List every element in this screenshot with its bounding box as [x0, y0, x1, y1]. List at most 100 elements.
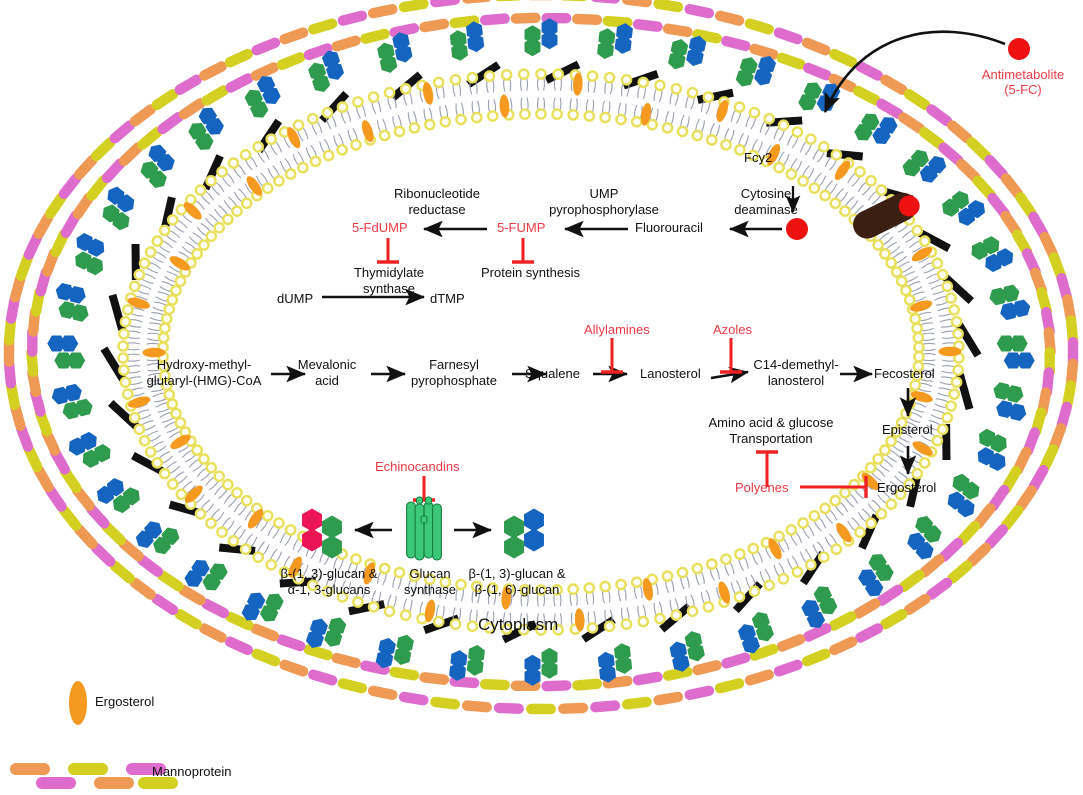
glucan-cluster: [377, 32, 413, 73]
enzyme-label-line1: Glucan: [409, 566, 451, 581]
phospholipid-head: [603, 71, 616, 84]
phospholipid-head: [423, 118, 436, 131]
mannoprotein-rod: [109, 560, 135, 584]
step-line1: Farnesyl: [429, 357, 479, 372]
mannoprotein-rod: [590, 0, 621, 4]
beta-glucan-hexagon: [393, 646, 412, 665]
metabolite-5-fdump: 5-FdUMP: [352, 220, 408, 235]
beta-glucan-hexagon: [466, 657, 484, 676]
phospholipid-head: [865, 174, 877, 187]
phospholipid-head: [309, 155, 322, 168]
step-line2: acid: [315, 373, 339, 388]
mannoprotein-rod: [684, 4, 715, 19]
legend-swatch-mannoprotein-rod: [10, 763, 50, 775]
chitin-bar: [160, 196, 176, 234]
antimetabolite-label-line2: (5-FC): [1004, 82, 1042, 97]
glucan-cluster: [801, 586, 838, 628]
ergosterol-molecule: [127, 396, 151, 408]
phospholipid-head: [292, 573, 305, 585]
mannoprotein-rod: [224, 48, 253, 68]
glucan-cluster: [68, 431, 111, 468]
glucan-cluster: [902, 149, 947, 183]
phospholipid-head: [706, 558, 718, 570]
phospholipid-head: [911, 467, 924, 480]
phospholipid-head: [676, 125, 689, 138]
phospholipid-head: [661, 570, 674, 582]
phospholipid-head: [119, 376, 132, 389]
phospholipid-head: [466, 71, 479, 84]
glucan-cluster: [971, 236, 1014, 273]
phospholipid-head: [393, 125, 406, 138]
beta-glucan-hexagon: [928, 156, 947, 174]
mannoprotein-rod: [947, 120, 973, 144]
beta-glucan-hexagon: [392, 32, 410, 51]
phospholipid-head: [777, 573, 790, 585]
five-fc-molecule-cytoplasmic: [786, 218, 808, 240]
mannoprotein-rod: [590, 700, 621, 713]
beta-glucan-hexagon: [599, 664, 616, 683]
phospholipid-head: [166, 478, 179, 490]
beta-glucan-hexagon: [259, 604, 279, 622]
phospholipid-head: [911, 224, 924, 237]
alpha-beta-glucan-product: [302, 508, 342, 559]
beta-glucan-hexagon: [1009, 335, 1028, 352]
phospholipid-head: [227, 157, 240, 169]
phospholipid-head: [273, 175, 285, 187]
mannoprotein-rod: [225, 73, 254, 93]
phospholipid-head: [875, 184, 888, 196]
phospholipid-head: [321, 106, 334, 119]
phospholipid-head: [455, 578, 467, 591]
phospholipid-head: [378, 129, 391, 142]
phospholipid-head: [950, 376, 963, 389]
ergosterol-molecule: [766, 143, 781, 166]
mannoprotein-rod: [389, 23, 420, 38]
beta-glucan-hexagon: [741, 635, 760, 654]
mannoprotein-rod: [926, 577, 953, 600]
glucan-cluster: [989, 284, 1031, 321]
beta-glucan-hexagon: [202, 573, 221, 591]
phospholipid-head: [122, 388, 134, 400]
phospholipid-head: [118, 328, 130, 340]
phospholipid-head: [265, 133, 278, 145]
mannoprotein-rod: [801, 37, 831, 56]
phospholipid-head: [829, 494, 842, 507]
phospholipid-head: [399, 609, 412, 622]
synthase-helix: [414, 503, 425, 561]
beta-glucan-hexagon: [1012, 299, 1031, 318]
mannoprotein-rod: [829, 636, 858, 656]
phospholipid-head: [661, 122, 674, 134]
phospholipid-head: [797, 517, 809, 529]
beta-1-6-glucan-hexagon: [524, 508, 544, 532]
beta-glucan-hexagon: [102, 204, 120, 223]
phospholipid-head: [945, 292, 957, 304]
phospholipid-head: [352, 96, 364, 108]
phospholipid-head: [336, 144, 348, 156]
enzyme-label-line1: UMP: [589, 186, 619, 201]
phospholipid-head: [808, 509, 821, 522]
mannoprotein-rod: [749, 43, 779, 60]
beta-glucan-hexagon: [982, 236, 1000, 255]
mannoprotein-rod: [829, 48, 858, 68]
phospholipid-head: [773, 530, 785, 543]
phospholipid-head: [630, 116, 643, 128]
phospholipid-head: [936, 268, 949, 281]
beta-glucan-hexagon: [990, 434, 1007, 453]
phospholipid-head: [306, 579, 319, 592]
glucan-cluster: [47, 335, 86, 369]
mannoprotein-rod: [938, 537, 964, 562]
chitin-bar: [906, 470, 922, 508]
phospholipid-head: [903, 478, 916, 490]
beta-glucan-hexagon: [952, 190, 970, 210]
phospholipid-head: [160, 312, 173, 325]
phospholipid-head: [159, 322, 171, 335]
beta-glucan-hexagon: [614, 35, 632, 54]
mannoprotein-rod: [45, 192, 67, 219]
five-fc-molecule-bound: [898, 195, 920, 217]
mannoprotein-rod: [251, 648, 281, 667]
beta-glucan-hexagon: [58, 301, 77, 319]
mannoprotein-rod: [174, 74, 202, 95]
beta-glucan-hexagon: [541, 18, 558, 37]
glucan-cluster: [737, 612, 774, 654]
phospholipid-head: [158, 467, 171, 480]
phospholipid-head: [551, 108, 563, 120]
